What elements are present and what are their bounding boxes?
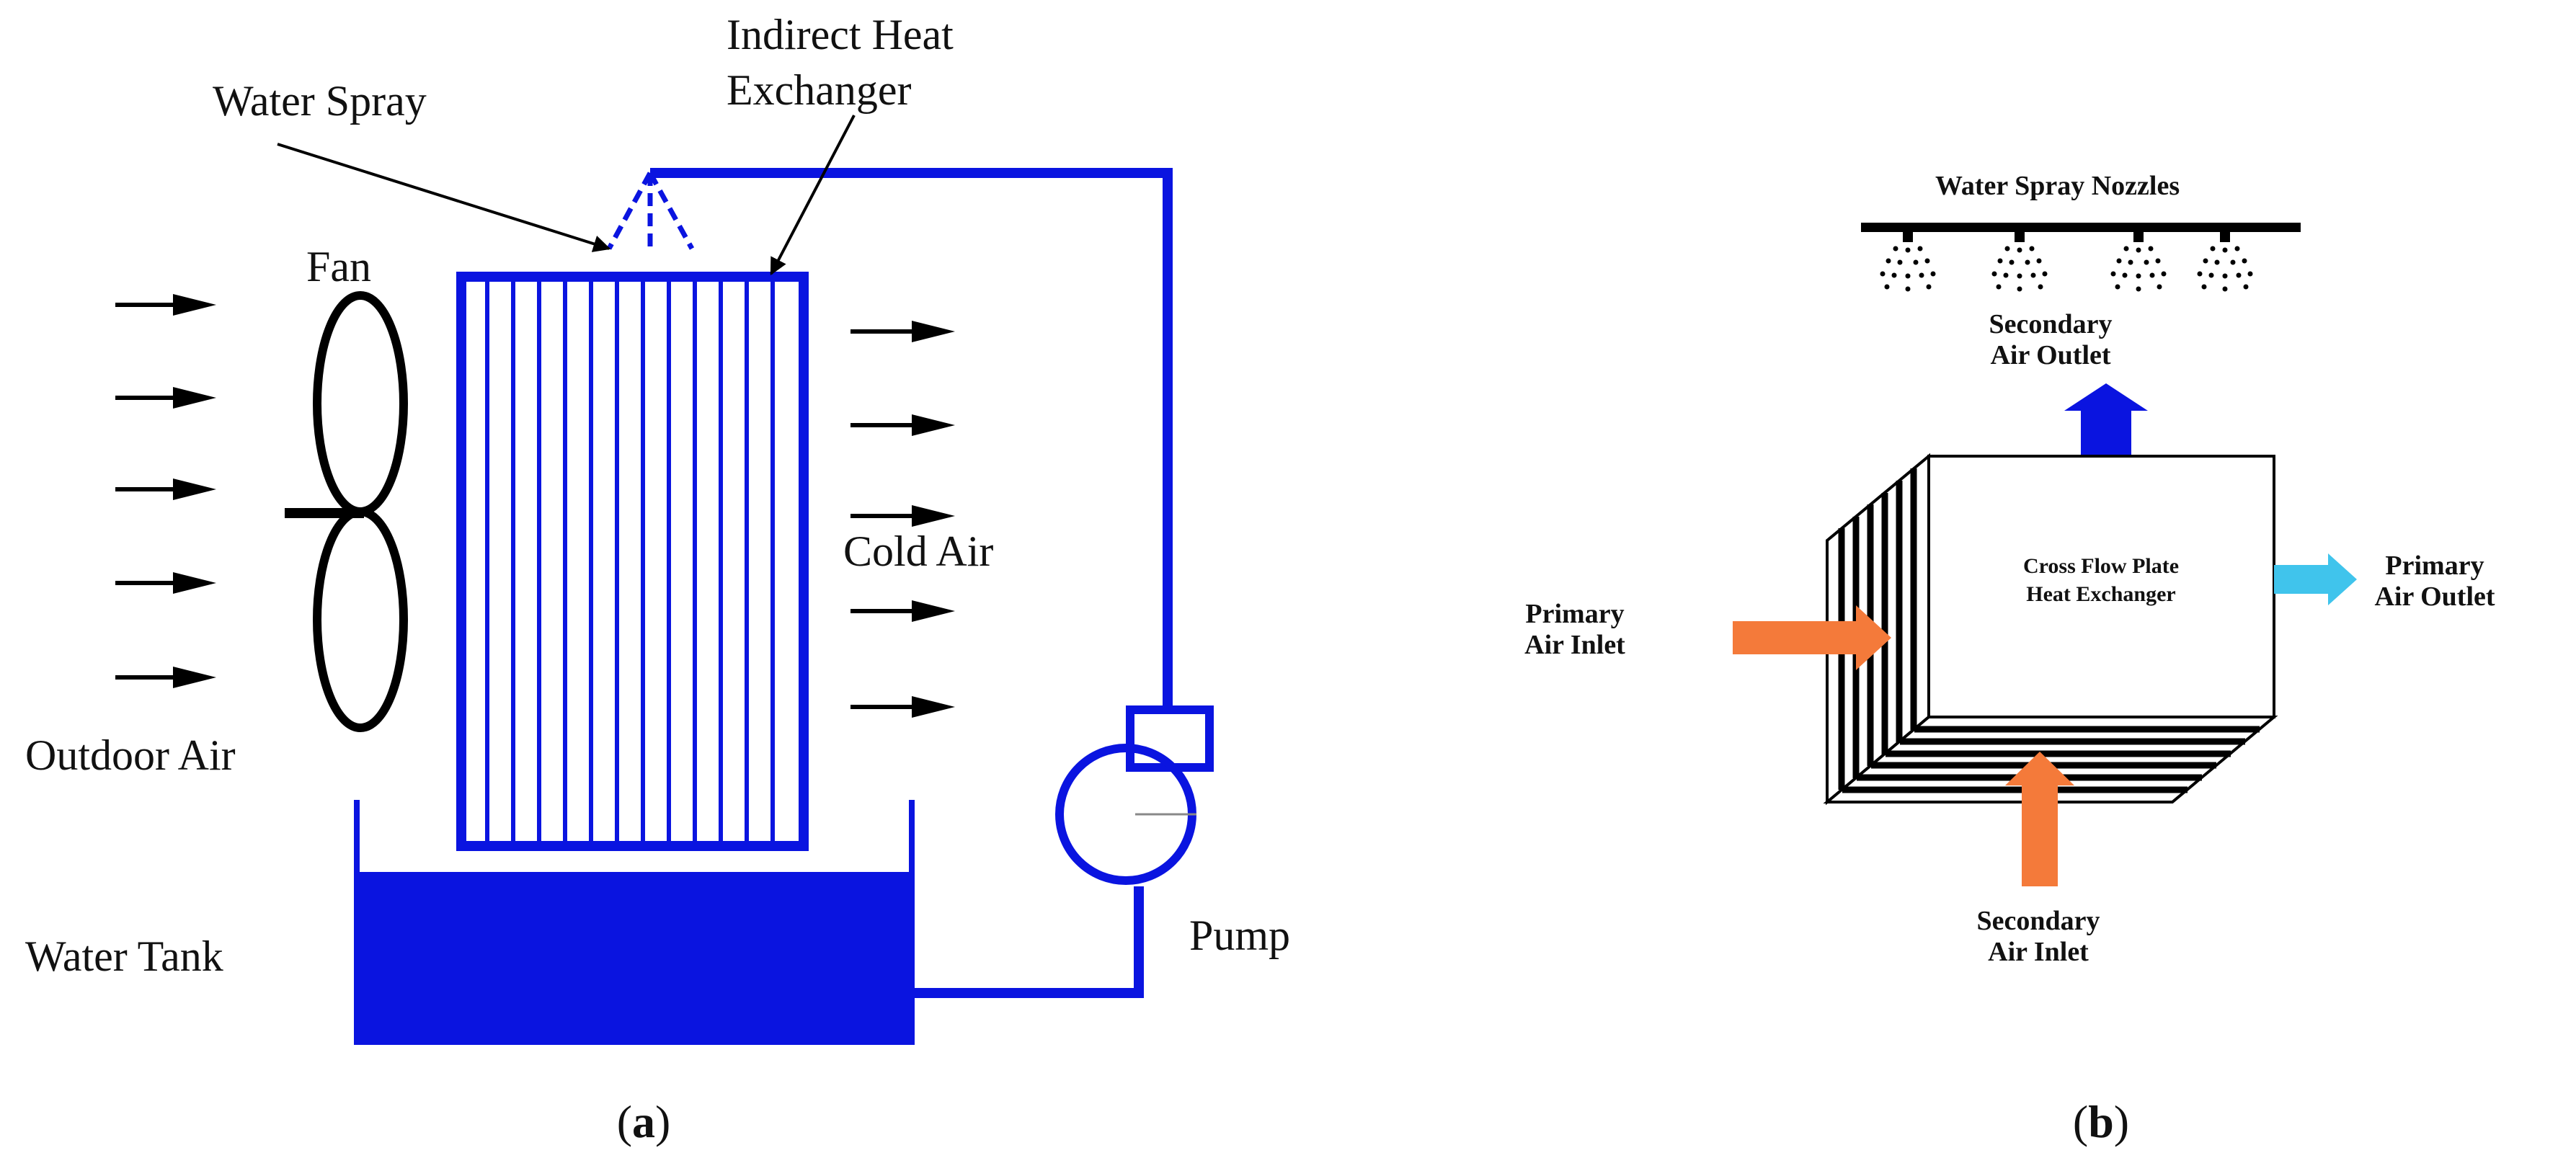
caption-b-letter: b — [2088, 1096, 2114, 1147]
primary-air-outlet-label-line1: Primary — [2385, 551, 2484, 581]
secondary-air-inlet-arrow — [2005, 752, 2074, 886]
primary-air-inlet-arrow — [1733, 605, 1891, 670]
heat-exchanger-label-line1: Indirect Heat — [727, 11, 954, 58]
spray-nozzle — [1880, 232, 1936, 292]
secondary-air-outlet-label-line2: Air Outlet — [1990, 340, 2110, 370]
spray-nozzle — [1991, 232, 2048, 292]
panel-a: Fan — [25, 11, 1290, 1147]
secondary-air-outlet-label-line1: Secondary — [1989, 309, 2113, 339]
water-tank-label: Water Tank — [25, 932, 223, 980]
heat-exchanger-cube-icon — [1823, 453, 2278, 806]
cold-air-arrow — [850, 696, 955, 718]
water-tank — [354, 800, 915, 1045]
primary-air-outlet-label-line2: Air Outlet — [2374, 582, 2495, 612]
heat-exchanger-label-line2: Exchanger — [727, 66, 912, 114]
cold-air-arrow — [850, 321, 955, 342]
panel-b: Water Spray Nozzles — [1524, 171, 2495, 1147]
cross-flow-label-line2: Heat Exchanger — [2026, 582, 2175, 606]
cube-front-face — [1927, 455, 2275, 718]
primary-air-inlet-label-line2: Air Inlet — [1524, 630, 1625, 660]
primary-air-inlet-label-line1: Primary — [1525, 599, 1624, 629]
outdoor-air-arrow — [115, 572, 216, 594]
water-spray-leader — [277, 143, 611, 252]
pump-icon — [1055, 705, 1214, 885]
spray-nozzle-icon — [1880, 232, 2253, 292]
cold-air-arrow — [850, 414, 955, 436]
outdoor-air-arrow — [115, 478, 216, 500]
secondary-air-inlet-label-line2: Air Inlet — [1988, 937, 2089, 967]
spray-nozzle — [2197, 232, 2253, 292]
cross-flow-label-line1: Cross Flow Plate — [2023, 554, 2179, 578]
water-spray-nozzles-label: Water Spray Nozzles — [1935, 171, 2180, 201]
cold-air-arrow — [850, 505, 955, 527]
cold-air-arrow — [850, 600, 955, 622]
outdoor-air-arrow — [115, 667, 216, 688]
outdoor-air-label: Outdoor Air — [25, 731, 236, 779]
nozzle-header-bar — [1861, 223, 2301, 232]
secondary-air-inlet-label-line1: Secondary — [1977, 906, 2100, 936]
cold-air-label: Cold Air — [843, 527, 993, 575]
heat-exchanger-leader — [770, 115, 856, 276]
fan-icon — [285, 291, 408, 732]
spray-nozzle — [2110, 232, 2167, 292]
secondary-air-outlet-arrow — [2064, 383, 2148, 455]
primary-air-outlet-arrow — [2274, 553, 2357, 605]
caption-a-letter: a — [632, 1096, 655, 1147]
fan-label: Fan — [306, 243, 371, 290]
spray-nozzle-icon — [606, 172, 695, 250]
water-spray-label: Water Spray — [213, 77, 427, 125]
outdoor-air-arrows — [115, 294, 216, 688]
caption-b: (b) — [2073, 1096, 2129, 1147]
indirect-heat-exchanger — [456, 272, 809, 851]
outdoor-air-arrow — [115, 387, 216, 409]
pump-label: Pump — [1189, 912, 1290, 959]
cold-air-arrows — [850, 321, 955, 718]
outdoor-air-arrow — [115, 294, 216, 316]
caption-a: (a) — [617, 1096, 671, 1147]
